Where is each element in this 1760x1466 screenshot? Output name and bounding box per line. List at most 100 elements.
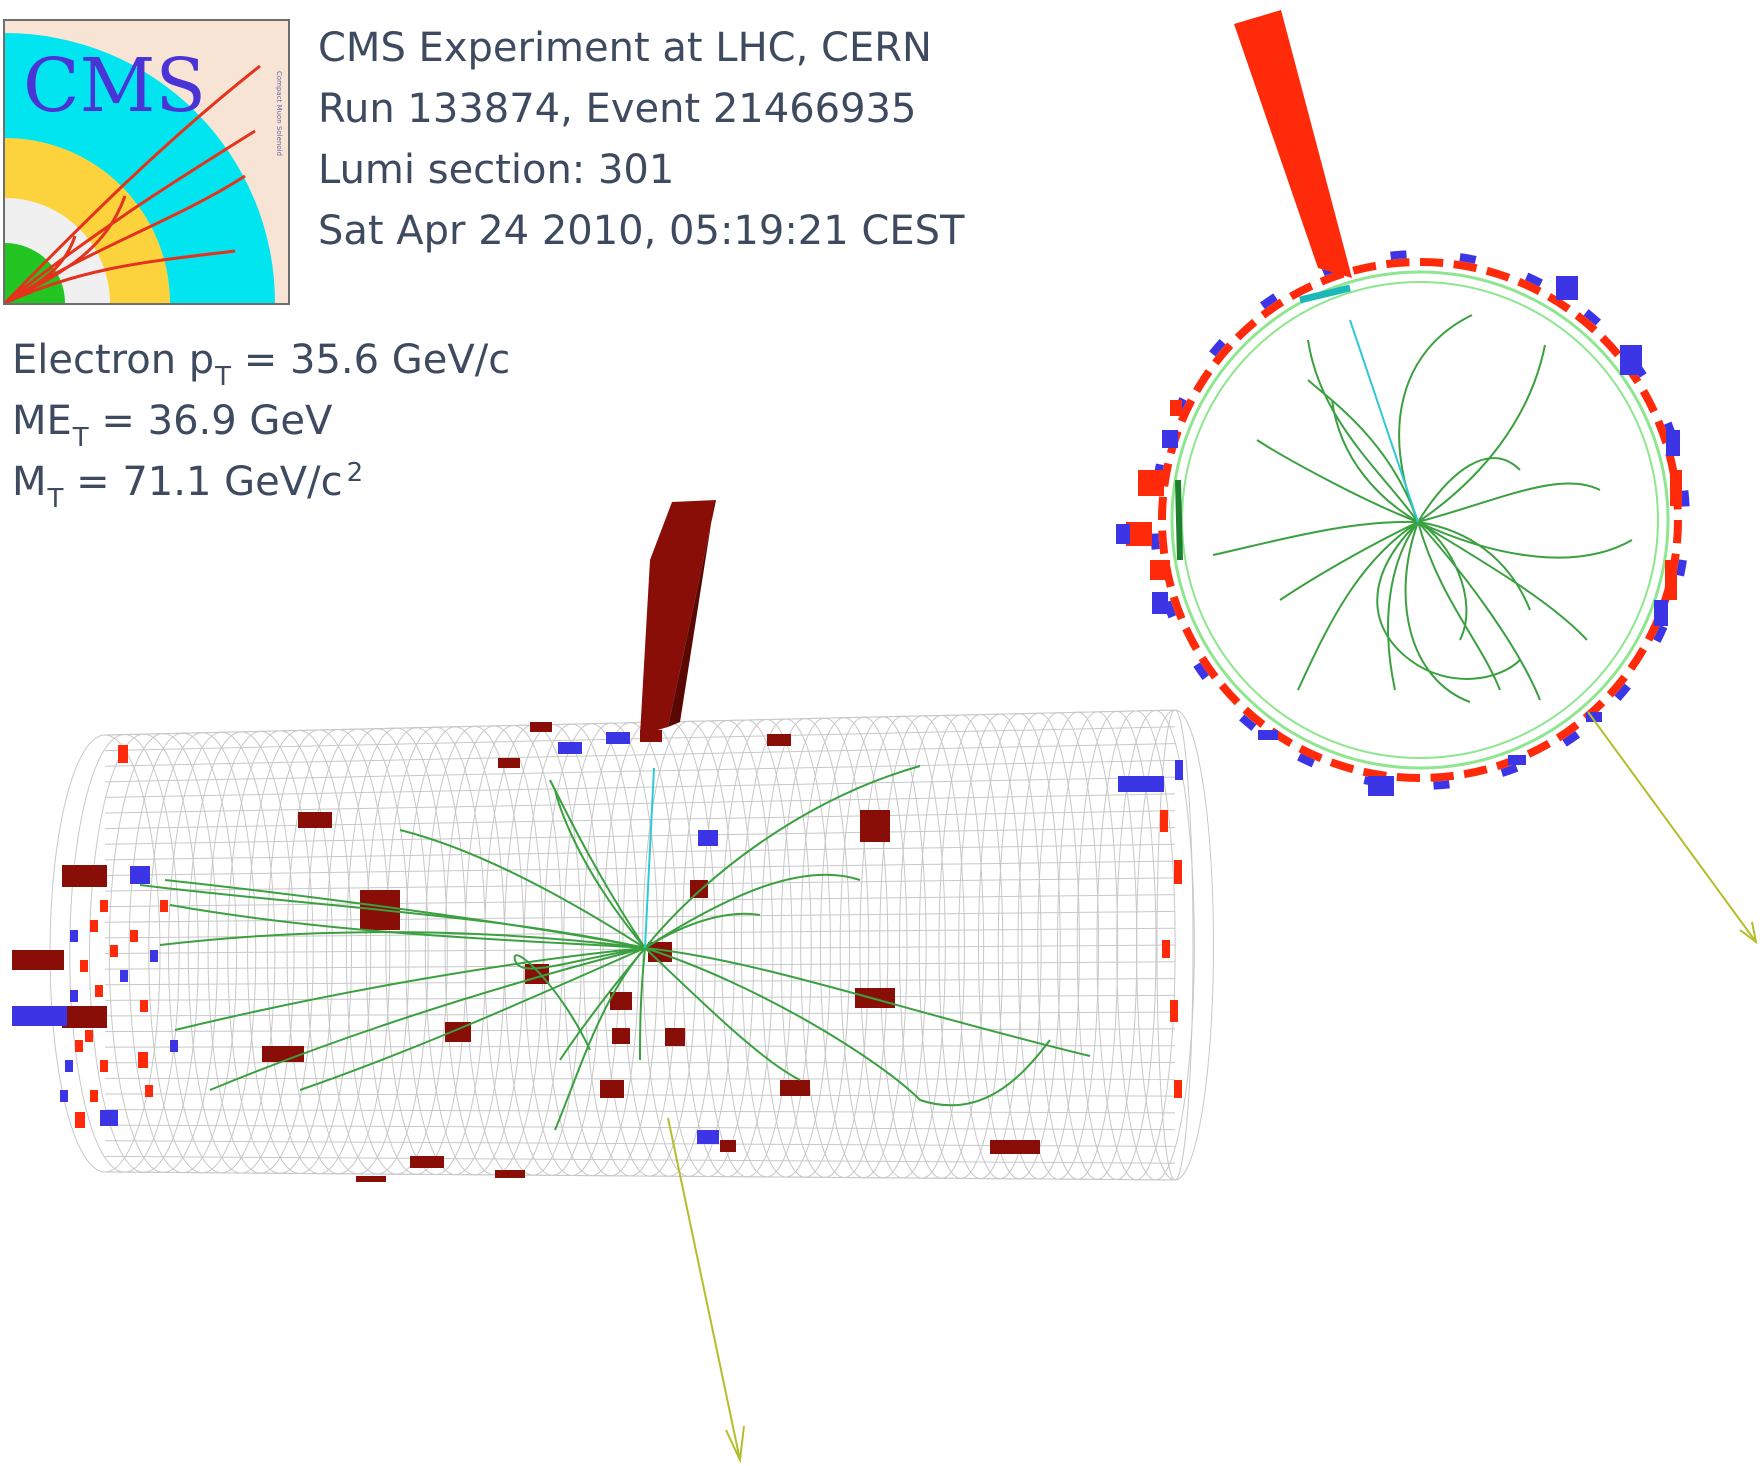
barrel-mesh-ring [938,714,1023,1180]
electron-pt-row: Electron pT = 35.6 GeV/c [12,330,510,392]
barrel-mesh-ring [148,732,257,1174]
electron-ecal-tower-3d [640,500,716,735]
calorimeter-deposit [612,1028,630,1044]
barrel-mesh-line [104,776,1176,798]
electron-ecal-tower-2d [1234,10,1352,278]
barrel-mesh-line [104,1077,1176,1080]
calorimeter-deposit [860,810,890,842]
logo-tracks [5,64,261,303]
ecal-ring-segment [1485,266,1511,282]
barrel-mesh-ring [1037,711,1119,1180]
hcal-ring-segment [1680,490,1690,507]
ecal-ring-segment [1329,758,1355,774]
transverse-deposit [1508,755,1526,765]
barrel-mesh-ring [977,713,1061,1180]
run-event-label: Run 133874, Event 21466935 [318,86,917,132]
calorimeter-deposit [100,1110,118,1126]
calorimeter-deposit [138,1052,148,1068]
barrel-mesh-ring [1116,709,1195,1181]
calorimeter-deposit [600,1080,624,1098]
cms-logo: CMS Compact Muon Solenoid [3,19,290,305]
barrel-mesh-line [104,877,1176,892]
logo-text: CMS [23,43,206,129]
mt-sup: 2 [346,458,364,488]
endcap-deposit [145,1085,153,1097]
calorimeter-deposit [62,865,107,887]
ecal-ring-segment [1160,462,1173,487]
calorimeter-deposit [767,734,791,746]
transverse-deposit [1258,730,1278,740]
met-sub: T [72,423,89,453]
barrel-mesh-ring [128,732,238,1174]
ecal-ring-segment [1430,771,1455,782]
barrel-mesh-ring [740,718,831,1178]
ecal-ring-segment [1177,398,1196,423]
calorimeter-deposit [1174,860,1182,884]
datetime-label: Sat Apr 24 2010, 05:19:21 CEST [318,208,965,254]
ecal-ring-segment [1385,258,1410,269]
transverse-deposit [1670,470,1682,506]
calorimeter-deposit [12,1006,67,1026]
ecal-ring-segment [1298,744,1323,763]
hcal-ring-segment [1239,714,1257,731]
calorimeter-deposit [1118,776,1164,792]
met-row: MET = 36.9 GeV [12,391,510,453]
barrel-mesh-ring [800,717,889,1179]
endcap-deposit [70,990,78,1002]
barrel-mesh-line [104,860,1176,876]
endcap-deposit [170,1040,178,1052]
endcap-deposit [130,930,138,942]
calorimeter-deposit [606,732,630,744]
hcal-ring-segments [1150,250,1690,790]
ecal-ring-segment [1260,298,1285,319]
electron-track-2d [1349,319,1419,523]
transverse-calorimeter-deposits [1116,276,1682,796]
barrel-mesh-ring [207,730,314,1174]
barrel-mesh-line [104,1109,1176,1114]
barrel-mesh-ring [306,728,410,1175]
calorimeter-deposit [62,1006,107,1028]
barrel-mesh-line [104,827,1176,845]
muon-hit-marker [1175,479,1183,561]
barrel-mesh-ring [681,719,774,1178]
barrel-tracks [139,765,1091,1131]
electron-pt-prefix: Electron p [12,337,215,383]
calorimeter-deposit [1174,1080,1182,1098]
calorimeter-deposit [610,992,632,1010]
calorimeter-deposit [1160,810,1168,832]
ecal-ring-segment [1599,334,1622,358]
endcap-deposit [75,1040,83,1052]
barrel-mesh-line [104,927,1176,939]
logo-small-text: Compact Muon Solenoid [275,71,283,156]
hcal-ring-segment [1193,662,1209,681]
barrel-mesh-ring [247,729,353,1174]
endcap-deposit [100,1060,108,1072]
barrel-mesh-line [104,843,1176,861]
barrel-mesh-ring [859,715,946,1179]
barrel-mesh-ring [444,725,544,1176]
endcap-deposit [80,960,88,972]
calorimeter-deposit [990,1140,1040,1154]
barrel-mesh-ring [839,716,927,1179]
barrel-mesh-ring [385,726,487,1175]
calorimeter-deposit [690,880,708,898]
met-arrow-3d [667,1117,745,1464]
calorimeter-deposit [118,745,128,763]
lumi-section-label: Lumi section: 301 [318,147,675,193]
ecal-ring-segment [1242,706,1266,728]
barrel-mesh-ring [326,728,429,1175]
event-info: CMS Experiment at LHC, CERN Run 133874, … [318,18,964,262]
barrel-mesh-ring [345,727,448,1175]
calorimeter-deposit [12,950,64,970]
barrel-mesh-ring [187,731,295,1174]
hcal-ring-segment [1676,559,1687,577]
hcal-ring-segment [1209,339,1226,357]
barrel-mesh-ring [266,729,372,1175]
ecal-ring-segment [1546,293,1571,313]
ecal-ring-segment [1158,530,1169,555]
calorimeter-deposit [130,866,150,884]
electron-track-3d [644,767,655,949]
barrel-mesh-ring [365,727,467,1175]
